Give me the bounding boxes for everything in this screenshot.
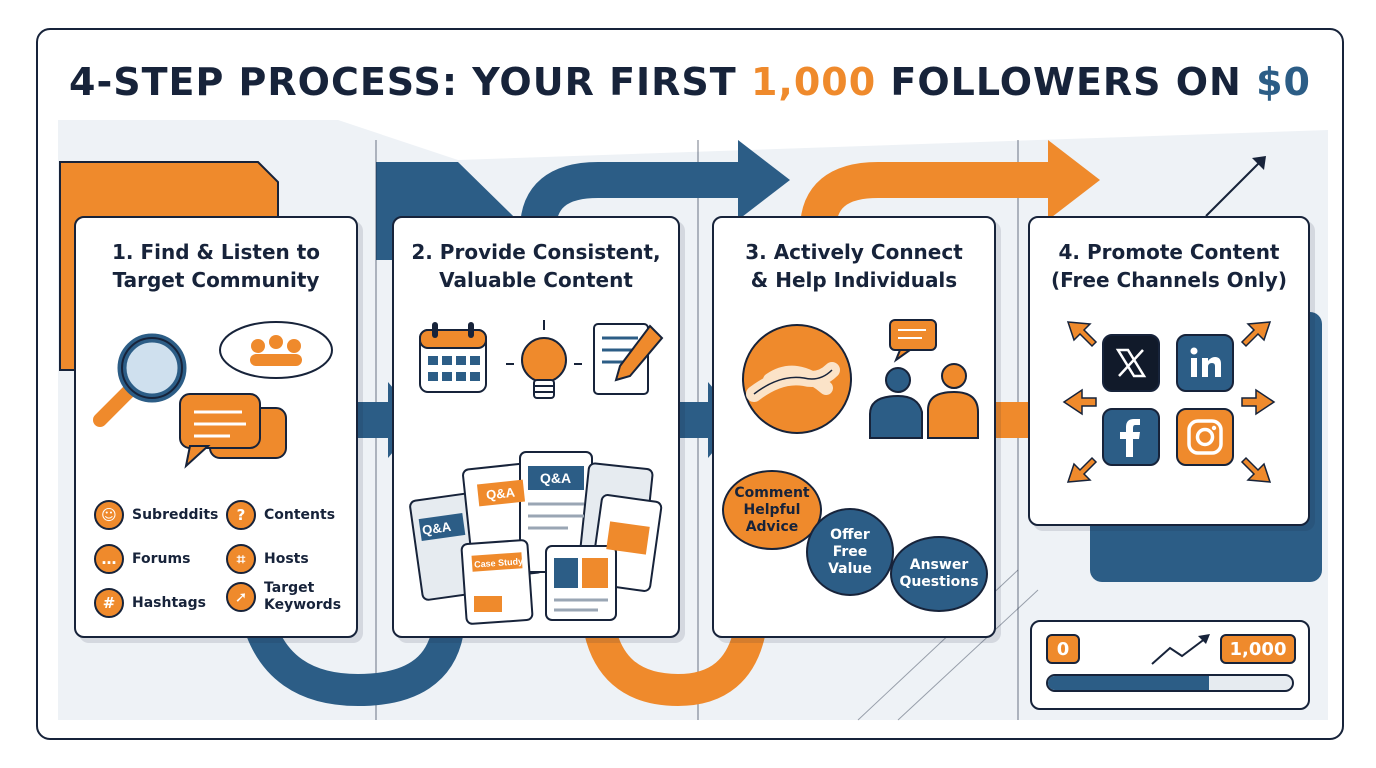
step-2-title: 2. Provide Consistent, Valuable Content (411, 240, 661, 292)
legend-contents: ? Contents (226, 500, 335, 530)
step-2-card: 2. Provide Consistent, Valuable Content (392, 216, 680, 638)
reddit-icon: ☺ (94, 500, 124, 530)
step-1-title: 1. Find & Listen to Target Community (111, 240, 321, 292)
step-3-title: 3. Actively Connect & Help Individuals (745, 240, 963, 292)
title-text: 4-STEP PROCESS: YOUR FIRST (69, 60, 751, 104)
doc-label-1: Q&A (421, 519, 452, 538)
cursor-icon: ➚ (226, 582, 256, 612)
legend-forums: … Forums (94, 544, 190, 574)
step-3-card: 3. Actively Connect & Help Individuals C… (712, 216, 996, 638)
step-4-title: 4. Promote Content (Free Channels Only) (1051, 240, 1287, 292)
handshake-icon (742, 324, 852, 434)
infographic-frame: 4-STEP PROCESS: YOUR FIRST 1,000 FOLLOWE… (36, 28, 1344, 740)
hashtag-icon: # (94, 588, 124, 618)
chat-bubbles-icon (179, 393, 287, 469)
radiating-arrows (1062, 321, 1276, 483)
forum-icon: … (94, 544, 124, 574)
doc-label-3: Q&A (540, 470, 571, 486)
crop-icon: ⌗ (226, 544, 256, 574)
step-4-card: 4. Promote Content (Free Channels Only) (1028, 216, 1310, 526)
x-icon (1102, 334, 1160, 392)
progress-start-badge: 0 (1046, 634, 1080, 664)
title-text-2: FOLLOWERS ON (876, 60, 1257, 104)
progress-card: 0 1,000 (1030, 620, 1310, 710)
magnifier-icon (93, 333, 187, 427)
doc-label-4: Case Study (474, 556, 524, 569)
legend-hashtags: # Hashtags (94, 588, 206, 618)
conversation-icon (869, 319, 979, 439)
doc-label-2: Q&A (485, 485, 516, 503)
progress-end-badge: 1,000 (1220, 634, 1296, 664)
linkedin-icon (1176, 334, 1234, 392)
progress-bar (1046, 674, 1294, 692)
content-icon: ? (226, 500, 256, 530)
edit-document-icon (593, 323, 664, 395)
calendar-icon (419, 322, 487, 393)
progress-bar-fill (1048, 676, 1210, 690)
facebook-icon (1102, 408, 1160, 466)
content-documents: Q&A Q&A Q&A Case Study (409, 451, 663, 625)
legend-subreddits: ☺ Subreddits (94, 500, 218, 530)
legend-hosts: ⌗ Hosts (226, 544, 309, 574)
step-1-card: 1. Find & Listen to Target Community ☺ S… (74, 216, 358, 638)
title-price: $0 (1256, 60, 1311, 104)
community-cloud-icon (219, 321, 333, 379)
growth-arrow-icon (1151, 634, 1210, 665)
title-number: 1,000 (750, 60, 877, 104)
instagram-icon (1176, 408, 1234, 466)
page-title: 4-STEP PROCESS: YOUR FIRST 1,000 FOLLOWE… (38, 60, 1342, 104)
lightbulb-icon (506, 320, 582, 399)
